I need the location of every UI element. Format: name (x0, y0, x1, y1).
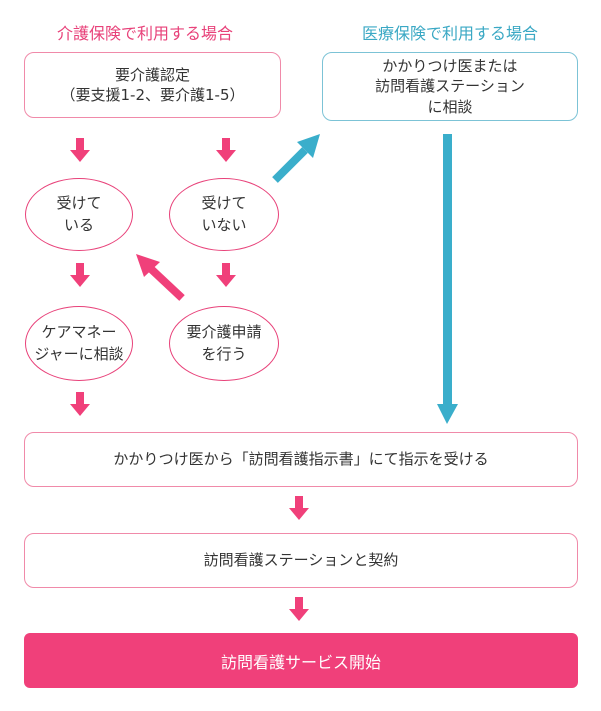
certification-box: 要介護認定 （要支援1-2、要介護1-5） (24, 52, 281, 118)
service-start-box: 訪問看護サービス開始 (24, 633, 578, 688)
arrow-down-icon (70, 138, 90, 162)
apply-label: 要介護申請 を行う (186, 322, 262, 363)
consult-doctor-label: かかりつけ医または 訪問看護ステーション に相談 (375, 57, 525, 116)
instruction-label: かかりつけ医から「訪問看護指示書」にて指示を受ける (113, 450, 489, 469)
not-received-ellipse: 受けて いない (169, 178, 279, 251)
consult-doctor-box: かかりつけ医または 訪問看護ステーション に相談 (322, 52, 578, 121)
service-start-label: 訪問看護サービス開始 (220, 652, 381, 672)
arrow-up-left-icon (136, 254, 185, 301)
arrow-down-icon (70, 263, 90, 287)
not-received-label: 受けて いない (201, 193, 247, 234)
arrow-down-icon (216, 263, 236, 287)
arrow-up-right-icon (272, 134, 320, 183)
arrow-down-icon (289, 597, 309, 621)
arrow-down-icon (70, 392, 90, 416)
arrow-down-icon (216, 138, 236, 162)
received-label: 受けて いる (56, 193, 102, 234)
received-ellipse: 受けて いる (25, 178, 133, 251)
arrow-down-long-icon (437, 134, 458, 424)
iryo-insurance-header: 医療保険で利用する場合 (361, 24, 538, 43)
kaigo-insurance-header: 介護保険で利用する場合 (56, 24, 233, 43)
contract-box: 訪問看護ステーションと契約 (24, 533, 578, 588)
contract-label: 訪問看護ステーションと契約 (203, 551, 399, 570)
care-manager-label: ケアマネー ジャーに相談 (34, 322, 124, 363)
arrow-down-icon (289, 496, 309, 520)
apply-ellipse: 要介護申請 を行う (169, 306, 279, 381)
certification-label: 要介護認定 （要支援1-2、要介護1-5） (60, 65, 245, 104)
care-manager-ellipse: ケアマネー ジャーに相談 (25, 306, 133, 381)
instruction-box: かかりつけ医から「訪問看護指示書」にて指示を受ける (24, 432, 578, 487)
